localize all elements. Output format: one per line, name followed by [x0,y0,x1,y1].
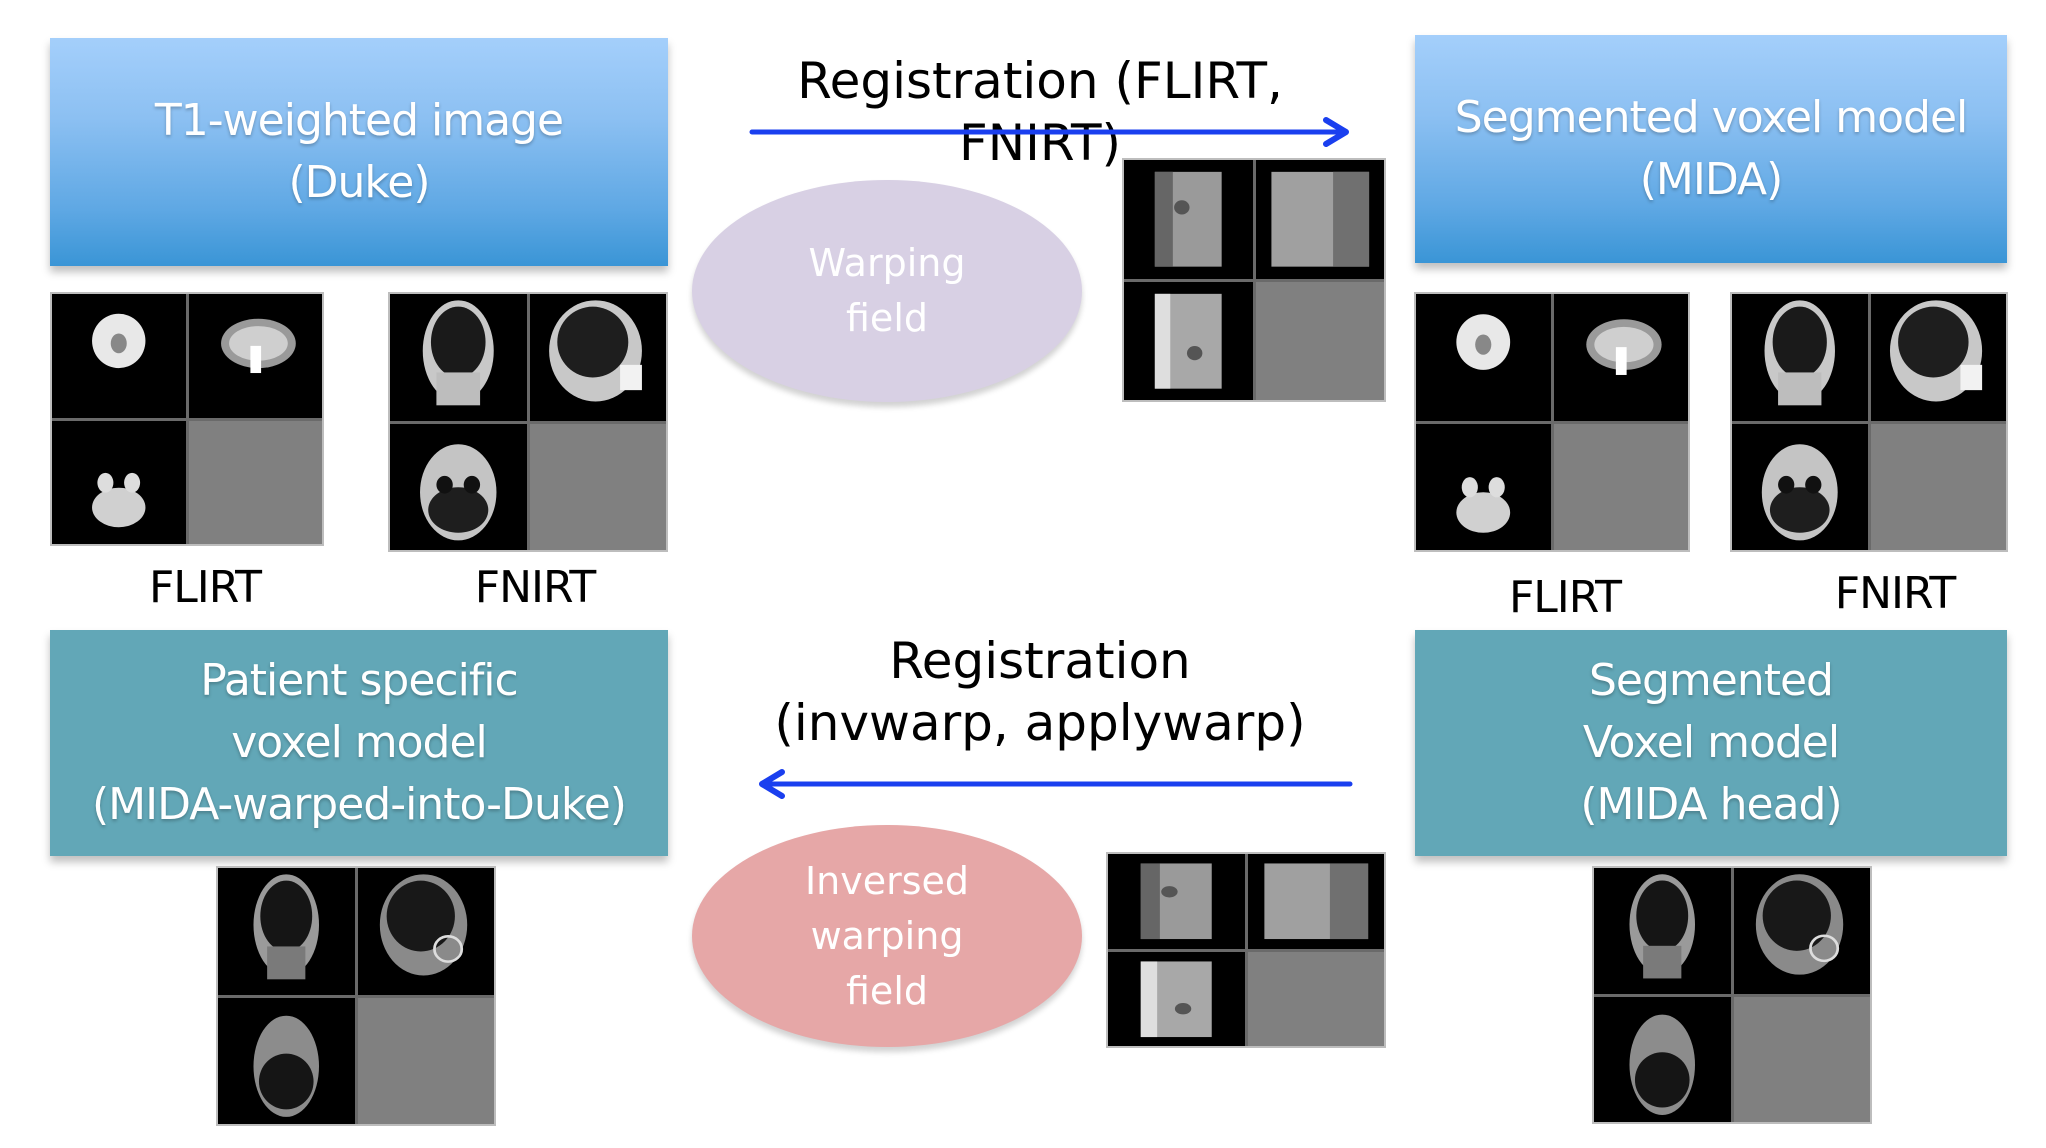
segmented-voxel-model-mida-box: Segmented voxel model (MIDA) [1415,35,2007,263]
sagittal-view [357,868,494,995]
mri-slice-icon [1764,300,1835,406]
warping-field-ellipse: Warping field [692,180,1082,402]
sagittal-view [1247,854,1384,949]
sagittal-view [1733,868,1870,994]
mida-fnirt-caption: FNIRT [1834,568,1956,619]
mri-slice-icon [420,443,497,540]
mida-fnirt-image [1730,292,2008,552]
segmented-voxel-model-mida-head-label: Segmented Voxel model (MIDA head) [1580,655,1842,830]
warping-field-label: Warping field [808,241,966,340]
right-arrow-icon [749,117,1349,147]
empty-view [1733,996,1870,1122]
mri-slice-icon [1629,874,1696,979]
mri-slice-icon [379,874,467,976]
sagittal-view [1553,294,1688,421]
empty-view [1255,281,1384,400]
empty-view [529,423,666,550]
mri-slice-icon [1889,300,1982,402]
mida-flirt-caption: FLIRT [1508,572,1622,623]
mri-slice-icon [1456,314,1511,370]
empty-view [1870,423,2006,550]
mri-slice-icon [1270,171,1369,267]
mri-slice-icon [548,300,642,402]
coronal-view [390,294,527,421]
patient-specific-model-box: Patient specific voxel model (MIDA-warpe… [50,630,668,856]
mri-slice-icon [1140,960,1212,1037]
empty-view [357,997,494,1124]
axial-view [1108,951,1245,1046]
bottom-registration-label: Registration (invwarp, applywarp) [774,632,1306,752]
inversed-warping-field-ellipse: Inversed warping field [692,825,1082,1047]
coronal-view [1594,868,1731,994]
empty-view [1247,951,1384,1046]
left-arrow-icon [759,769,1353,799]
segmented-voxel-model-mida-label: Segmented voxel model (MIDA) [1454,92,1969,205]
mri-slice-icon [1629,1014,1696,1115]
axial-view [218,997,355,1124]
sagittal-view [529,294,666,421]
mri-slice-icon [1585,319,1662,375]
mri-slice-icon [253,1015,320,1117]
coronal-view [1124,160,1253,279]
sagittal-view [1255,160,1384,279]
warping-field-image [1122,158,1386,402]
mri-slice-icon [1755,874,1843,975]
axial-view [1732,423,1868,550]
t1-weighted-image-box: T1-weighted image (Duke) [50,38,668,266]
empty-view [1553,423,1688,550]
duke-fnirt-image [388,292,668,552]
coronal-view [52,294,186,418]
axial-view [52,420,186,544]
mri-slice-icon [1154,171,1222,267]
mri-slice-icon [220,318,296,374]
t1-weighted-image-label: T1-weighted image (Duke) [154,95,564,208]
coronal-view [1416,294,1551,421]
sagittal-view [1870,294,2006,421]
coronal-view [1732,294,1868,421]
mri-slice-icon [1154,293,1222,389]
sagittal-view [188,294,322,418]
top-registration-label: Registration (FLIRT, FNIRT) [797,52,1283,172]
mri-slice-icon [92,472,146,527]
coronal-view [218,868,355,995]
axial-view [1124,281,1253,400]
axial-view [1416,423,1551,550]
axial-view [390,423,527,550]
inversed-warping-field-image [1106,852,1386,1048]
coronal-view [1108,854,1245,949]
patient-specific-model-label: Patient specific voxel model (MIDA-warpe… [92,655,627,830]
inversed-warping-field-label: Inversed warping field [804,858,970,1013]
patient-specific-model-image [216,866,496,1126]
mri-slice-icon [1263,863,1368,940]
mri-slice-icon [1456,476,1511,533]
mida-flirt-image [1414,292,1690,552]
mri-slice-icon [92,313,146,369]
axial-view [1594,996,1731,1122]
duke-fnirt-caption: FNIRT [474,562,596,613]
mri-slice-icon [1761,443,1838,540]
segmented-voxel-model-mida-head-box: Segmented Voxel model (MIDA head) [1415,630,2007,856]
duke-flirt-image [50,292,324,546]
empty-view [188,420,322,544]
mri-slice-icon [422,300,494,406]
mri-slice-icon [1140,863,1212,940]
duke-flirt-caption: FLIRT [148,562,262,613]
mri-slice-icon [253,874,320,980]
mida-head-image [1592,866,1872,1124]
